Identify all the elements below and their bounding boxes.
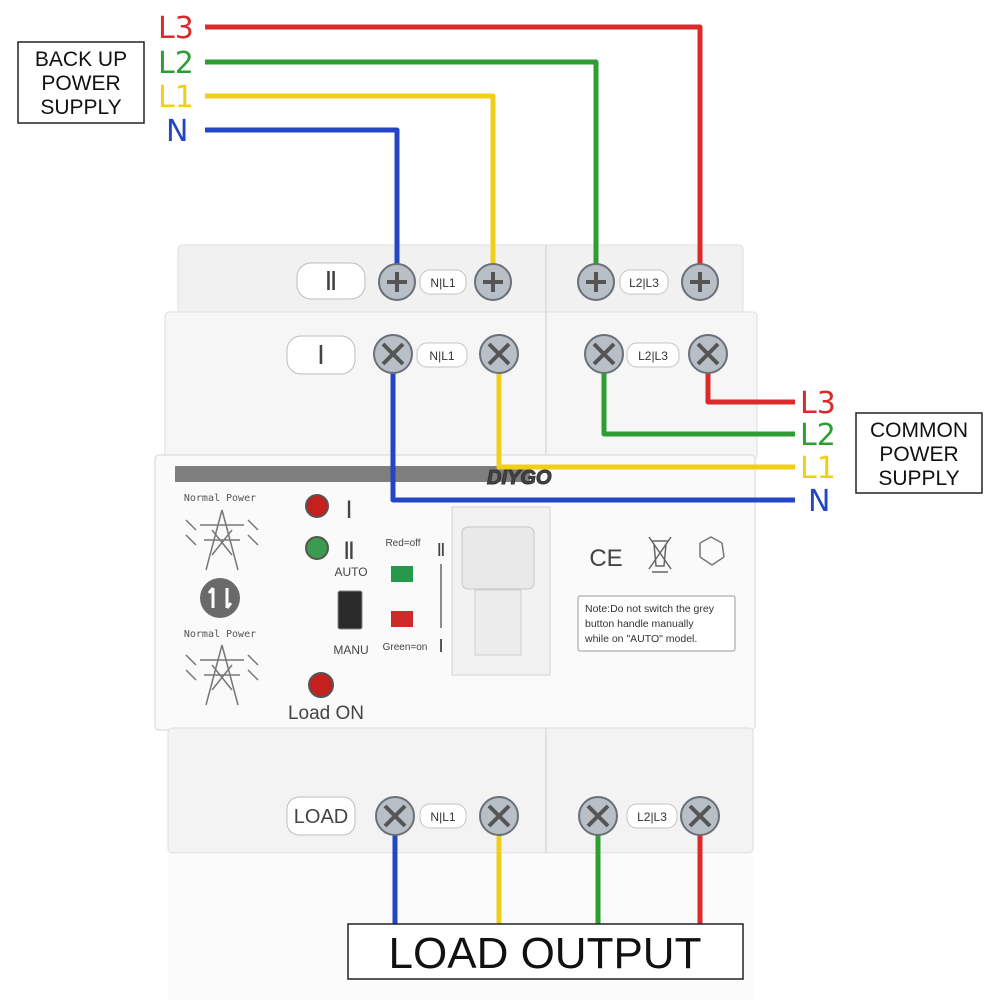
terminal-label-row-i-l2l3: L2|L3 [638, 349, 668, 363]
green-on-label: Green=on [383, 642, 428, 653]
normal-power-top: Normal Power [184, 493, 256, 504]
wire-common-l2 [601, 354, 795, 437]
common-box-line-2: POWER [879, 443, 958, 466]
indicator-ii-led [305, 536, 329, 560]
terminal-label-row-ii-l2l3: L2|L3 [629, 276, 659, 290]
backup-label-l3: L3 [158, 11, 194, 46]
wires [205, 24, 795, 925]
manu-label: MANU [333, 643, 368, 657]
weee-bin-icon [648, 536, 672, 573]
note-line-2: button handle manually [585, 618, 694, 630]
wire-common-n [390, 354, 795, 503]
load-badge [286, 796, 356, 836]
load-label: LOAD [294, 806, 348, 828]
screw-terminal [373, 334, 413, 374]
screw-terminals [373, 263, 728, 836]
row-ii-label: Ⅱ [325, 266, 338, 296]
backup-box-line-2: POWER [41, 72, 120, 95]
module-second [164, 311, 758, 461]
common-label-n: N [808, 484, 830, 519]
backup-box-line-1: BACK UP [35, 48, 127, 71]
state-ii-label: Ⅱ [437, 540, 446, 560]
common-label-l3: L3 [800, 386, 836, 421]
pylon-icon-top [185, 509, 259, 571]
auto-label: AUTO [334, 565, 367, 579]
backup-label-n: N [166, 114, 188, 149]
screw-terminal [577, 263, 615, 301]
screw-terminal [680, 796, 720, 836]
load-output-label: LOAD OUTPUT [389, 929, 702, 978]
screw-terminal [375, 796, 415, 836]
common-box-line-1: COMMON [870, 419, 968, 442]
common-label-l1: L1 [800, 451, 836, 486]
brand-logo: DIYGO [487, 467, 552, 489]
state-red-window [391, 611, 413, 627]
backup-label-l2: L2 [158, 46, 194, 81]
red-off-label: Red=off [385, 538, 420, 549]
backup-label-l1: L1 [158, 80, 194, 115]
indicator-i-led [305, 494, 329, 518]
screw-terminal [479, 796, 519, 836]
ce-mark: CE [589, 545, 622, 572]
screw-terminal [474, 263, 512, 301]
row-ii-badge [296, 262, 366, 300]
terminal-label-load-nl1: N|L1 [430, 810, 455, 824]
screw-terminal [479, 334, 519, 374]
screw-terminal [688, 334, 728, 374]
brand-bar [175, 466, 530, 482]
note-line-3: while on "AUTO" model. [584, 633, 697, 645]
pylon-icon-bottom [185, 644, 259, 706]
row-i-badge [286, 335, 356, 375]
screw-terminal [378, 263, 416, 301]
row-i-label: Ⅰ [317, 340, 325, 370]
note-line-1: Note:Do not switch the grey [585, 603, 715, 615]
backup-box-line-3: SUPPLY [40, 96, 121, 119]
screw-terminal [578, 796, 618, 836]
module-bottom [167, 727, 754, 854]
terminal-label-row-i-nl1: N|L1 [429, 349, 454, 363]
terminal-label-load-l2l3: L2|L3 [637, 810, 667, 824]
wire-backup-l2 [205, 59, 599, 280]
wire-common-l1 [496, 354, 795, 470]
common-label-l2: L2 [800, 418, 836, 453]
common-power-supply-box [855, 412, 983, 494]
wire-backup-l3 [205, 24, 703, 280]
indicator-i-label: Ⅰ [345, 497, 352, 524]
load-on-led [308, 672, 334, 698]
load-on-label: Load ON [288, 703, 364, 724]
switch-logo-icon [200, 578, 240, 618]
load-output-box [347, 923, 744, 980]
common-box-line-3: SUPPLY [878, 467, 959, 490]
auto-manu-switch[interactable] [337, 590, 363, 630]
wire-backup-n [205, 127, 400, 280]
backup-power-supply-box [17, 41, 145, 124]
indicator-ii-label: Ⅱ [343, 538, 355, 565]
screw-terminal [584, 334, 624, 374]
normal-power-bottom: Normal Power [184, 629, 256, 640]
note-box [577, 595, 736, 652]
screw-terminal [681, 263, 719, 301]
terminal-label-row-ii-nl1: N|L1 [430, 276, 455, 290]
wire-backup-l1 [205, 93, 496, 280]
recycle-icon [699, 536, 725, 566]
grey-switch-handle[interactable] [461, 526, 535, 590]
state-i-label: Ⅰ [438, 636, 443, 656]
state-green-window [391, 566, 413, 582]
